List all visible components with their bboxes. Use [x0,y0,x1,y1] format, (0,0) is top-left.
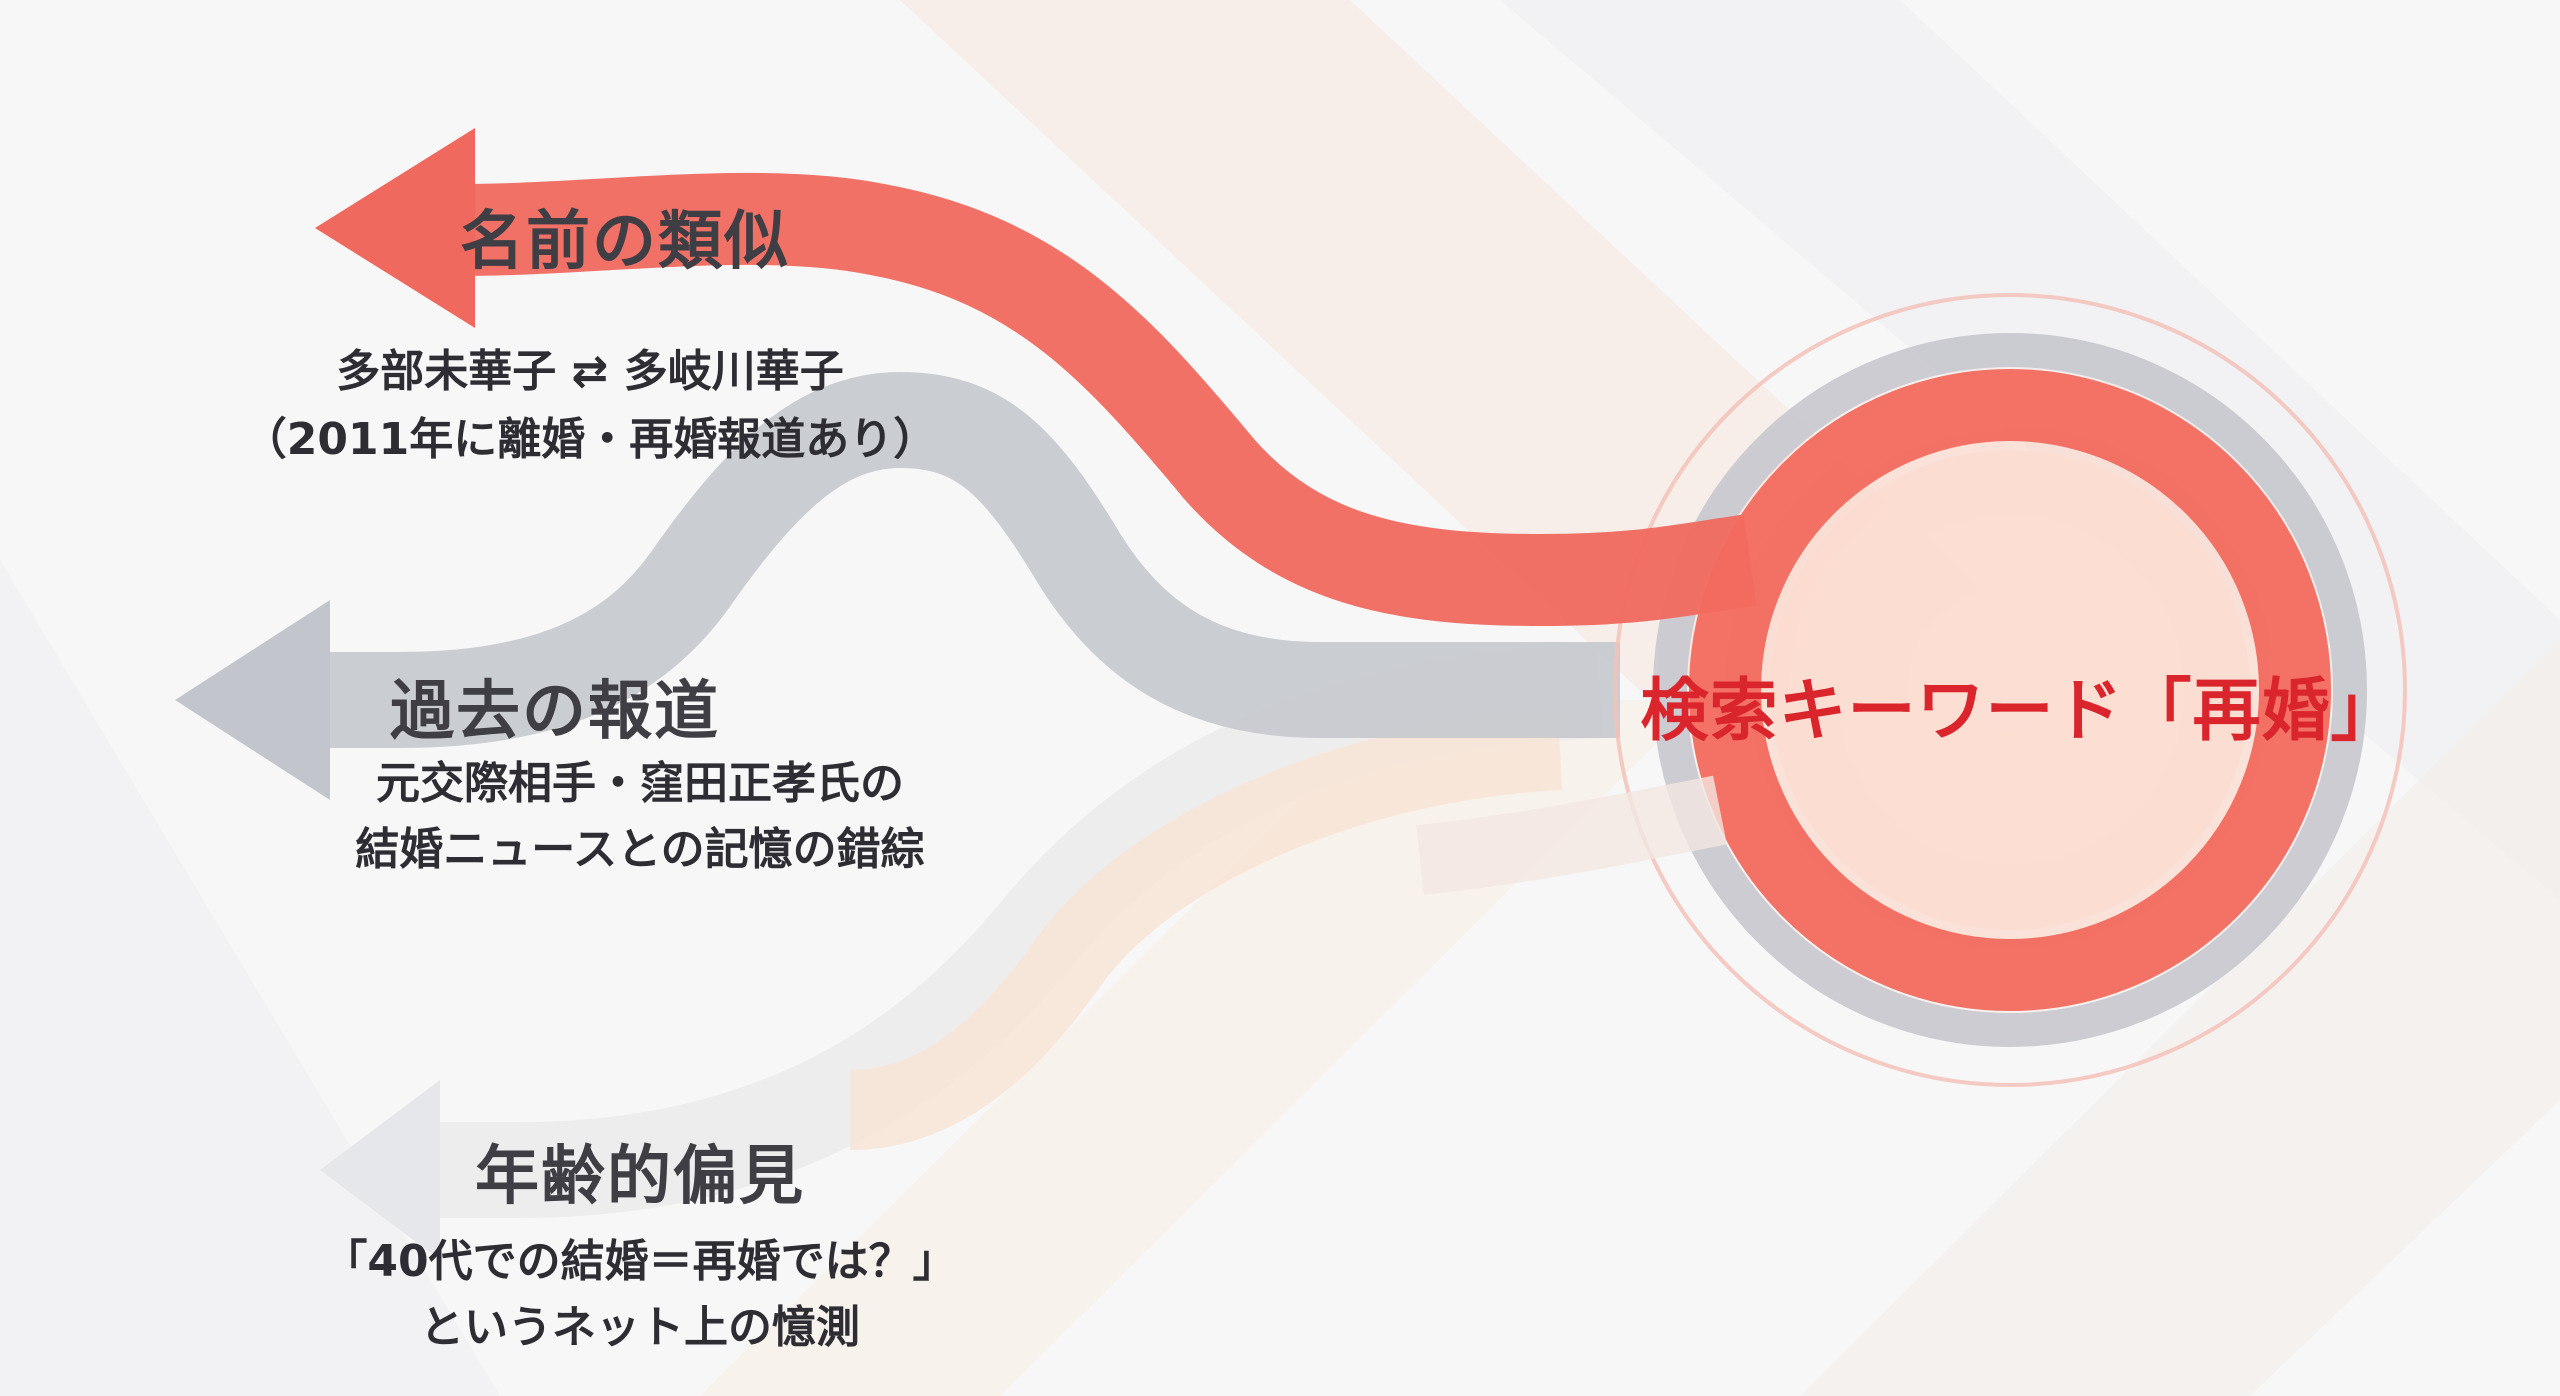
branch-desc-name-line1: 多部未華子 ⇄ 多岐川華子 [336,346,844,397]
arrow-shaft-news [300,371,1620,748]
hub-core [1770,450,2250,930]
arrow-head-age [320,1080,440,1260]
arrow-tail-light [1416,775,1727,895]
arrow-head-news [175,600,330,800]
branch-label-news: 過去の報道 [390,675,720,749]
arrow-shaft-name [459,172,1757,627]
bg-diagonal-band [1800,640,2560,1396]
arrow-tail-peach [848,710,1562,1150]
arrow-head-name [315,128,475,328]
branch-label-name: 名前の類似 [460,205,790,279]
center-keyword-label: 検索キーワード「再婚」 [1640,672,2400,751]
hub-gray-ring [1653,333,2367,1047]
branch-desc-name-line2: （2011年に離婚・再婚報道あり） [242,414,938,465]
branch-desc-news-line1: 元交際相手・窪田正孝氏の [376,758,904,809]
hub-outer-ring [1613,293,2407,1087]
branch-label-age: 年齢的偏見 [475,1140,805,1214]
branch-desc-age-line1: 「40代での結婚＝再婚では？」 [323,1236,957,1287]
branch-desc-news-line2: 結婚ニュースとの記憶の錯綜 [355,824,925,875]
hub-red-ring [1689,369,2331,1011]
branch-desc-age-line2: というネット上の憶測 [420,1302,860,1353]
